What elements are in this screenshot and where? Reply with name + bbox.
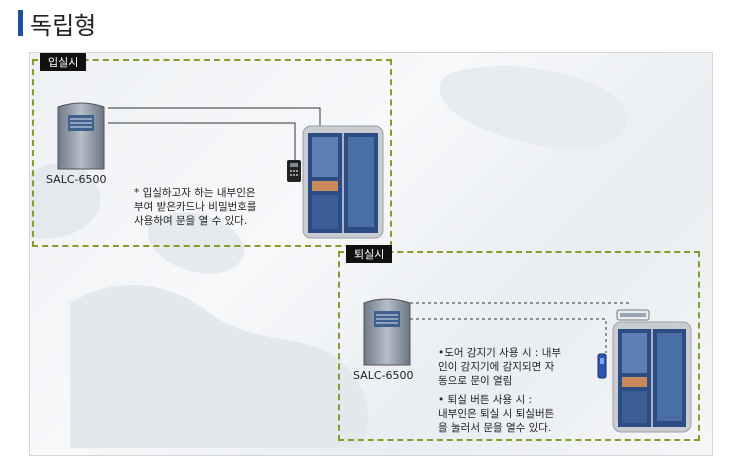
entry-controller-label: SALC-6500 bbox=[46, 173, 107, 186]
entry-wiring bbox=[108, 107, 321, 163]
exit-zone-tag: 퇴실시 bbox=[346, 245, 393, 263]
page-title: 독립형 bbox=[30, 12, 97, 40]
diagram-frame: 입실시 SALC-6500 * 입실하고자 하는 내부인은 부여 받은카드나 비… bbox=[29, 52, 713, 456]
entry-zone-tag: 입실시 bbox=[40, 53, 87, 71]
controller-icon bbox=[57, 102, 105, 170]
exit-wiring bbox=[410, 302, 630, 353]
controller-icon bbox=[363, 298, 411, 366]
title-accent-bar bbox=[18, 10, 23, 36]
entry-door-icon bbox=[302, 125, 384, 239]
entry-note: * 입실하고자 하는 내부인은 부여 받은카드나 비밀번호를 사용하여 문을 열… bbox=[134, 187, 257, 227]
exit-button-icon bbox=[597, 353, 607, 379]
exit-zone: 퇴실시 bbox=[338, 245, 700, 441]
exit-door-icon bbox=[612, 321, 692, 433]
exit-controller-label: SALC-6500 bbox=[353, 369, 414, 382]
world-map-background bbox=[30, 65, 628, 448]
card-reader-icon bbox=[287, 160, 301, 182]
door-sensor-icon bbox=[616, 309, 650, 321]
exit-note-button: • 퇴실 버튼 사용 시 : 내부인은 퇴실 시 퇴실버튼 을 눌러서 문을 열… bbox=[438, 394, 555, 434]
exit-note-sensor: •도어 감지기 사용 시 : 내부 인이 감지기에 감지되면 자 동으로 문이 … bbox=[438, 347, 562, 387]
entry-zone: 입실시 bbox=[32, 53, 392, 247]
